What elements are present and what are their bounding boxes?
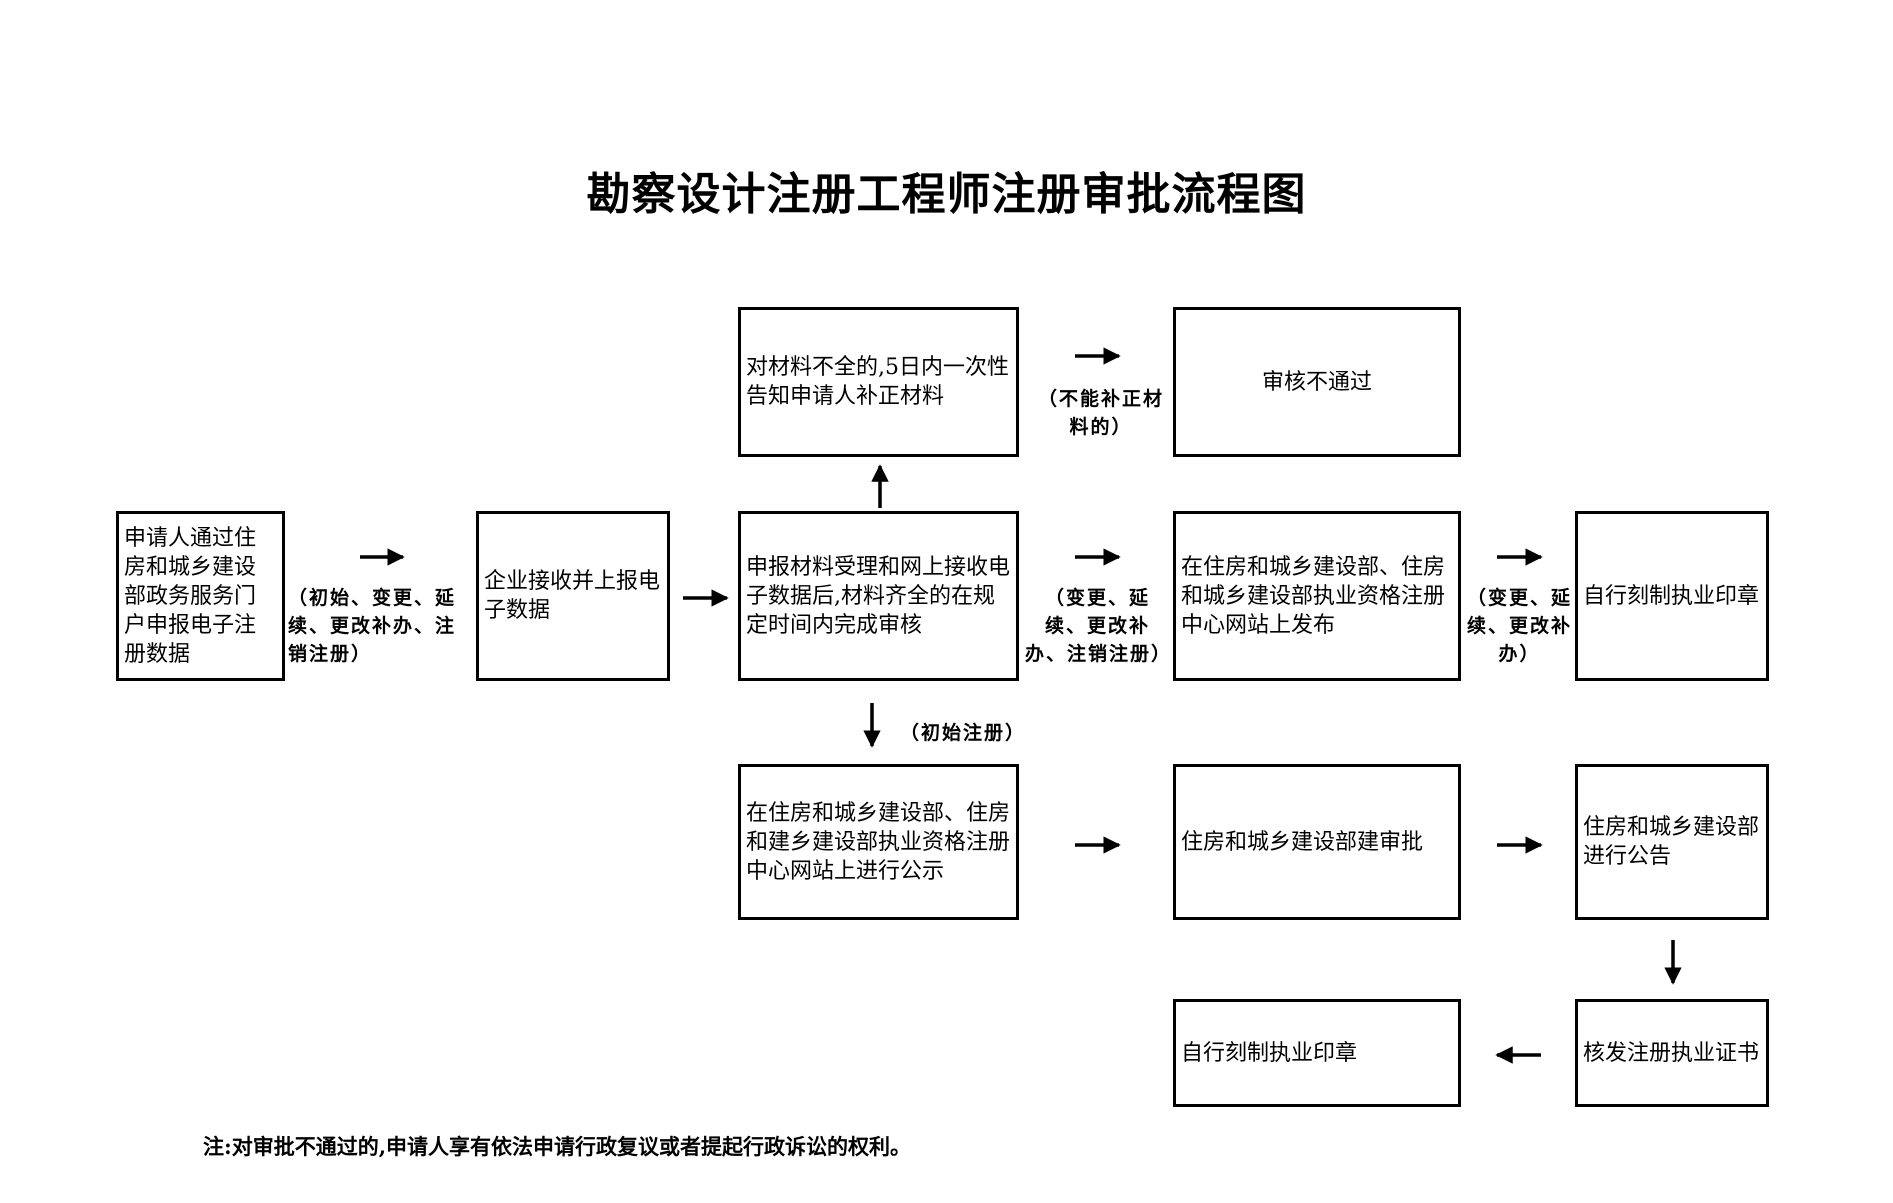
footnote: 注:对审批不通过的,申请人享有依法申请行政复议或者提起行政诉讼的权利。 (203, 1134, 912, 1159)
box-enterprise-report: 企业接收并上报电子数据 (476, 511, 670, 681)
label-registration-types-renew: （变更、延续、更改补办） (1467, 587, 1573, 665)
page-title: 勘察设计注册工程师注册审批流程图 (586, 169, 1307, 220)
box-issue-certificate: 核发注册执业证书 (1575, 999, 1769, 1107)
label-cannot-supplement: （不能补正材料的） (1037, 388, 1164, 438)
box-review: 申报材料受理和网上接收电子数据后,材料齐全的在规定时间内完成审核 (738, 511, 1019, 681)
box-publish-website: 在住房和城乡建设部、住房和城乡建设部执业资格注册中心网站上发布 (1173, 511, 1461, 681)
box-publicity: 在住房和城乡建设部、住房和建乡建设部执业资格注册中心网站上进行公示 (738, 764, 1019, 920)
box-incomplete-materials: 对材料不全的,5日内一次性告知申请人补正材料 (738, 307, 1019, 457)
box-self-seal-final: 自行刻制执业印章 (1173, 999, 1461, 1107)
label-registration-types-all: （初始、变更、延续、更改补办、注销注册） (288, 587, 457, 665)
box-review-rejected: 审核不通过 (1173, 307, 1461, 457)
box-applicant-submit: 申请人通过住房和城乡建设部政务服务门户申报电子注册数据 (116, 511, 285, 681)
box-ministry-approval: 住房和城乡建设部建审批 (1173, 764, 1461, 920)
box-self-seal: 自行刻制执业印章 (1575, 511, 1769, 681)
label-registration-types-change: （变更、延续、更改补办、注销注册） (1025, 587, 1173, 665)
label-initial-registration: （初始注册） (900, 722, 1027, 744)
box-announcement: 住房和城乡建设部进行公告 (1575, 764, 1769, 920)
